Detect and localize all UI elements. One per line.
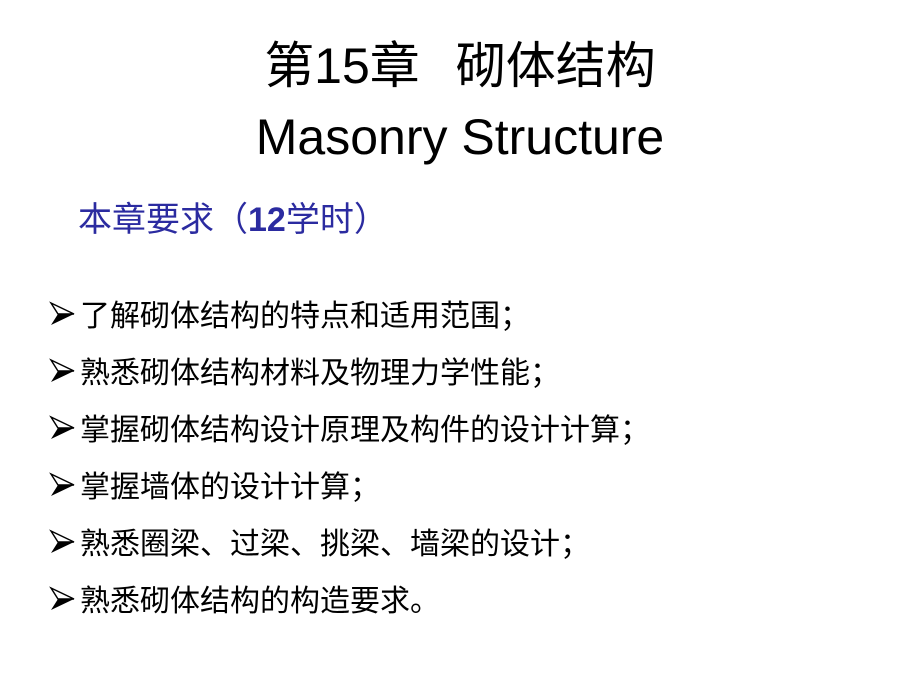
arrowhead-bullet-icon [48,412,78,442]
chapter-title-english: Masonry Structure [255,109,665,165]
list-item-text: 掌握砌体结构设计原理及构件的设计计算； [80,413,650,447]
list-item: 掌握砌体结构设计原理及构件的设计计算； [48,398,650,455]
chapter-title-chinese: 第15章砌体结构 [0,36,920,96]
list-item: 熟悉砌体结构的构造要求。 [48,569,650,626]
list-item-text: 熟悉圈梁、过梁、挑梁、墙梁的设计； [80,527,590,561]
list-item-text: 了解砌体结构的特点和适用范围； [80,299,530,333]
list-item: 掌握墙体的设计计算； [48,455,650,512]
hours-unit: 学时） [285,201,388,239]
list-item: 熟悉圈梁、过梁、挑梁、墙梁的设计； [48,512,650,569]
list-item: 了解砌体结构的特点和适用范围； [48,284,650,341]
list-item-text: 熟悉砌体结构材料及物理力学性能； [80,356,560,390]
arrowhead-bullet-icon [48,526,78,556]
arrowhead-bullet-icon [48,583,78,613]
hours-count: 12 [248,201,286,239]
chapter-name: 砌体结构 [455,38,656,94]
arrowhead-bullet-icon [48,298,78,328]
list-item-text: 掌握墙体的设计计算； [80,470,380,504]
requirements-label: 本章要求（ [78,201,248,239]
arrowhead-bullet-icon [48,355,78,385]
requirements-list: 了解砌体结构的特点和适用范围； 熟悉砌体结构材料及物理力学性能； 掌握砌体结构设… [48,284,650,626]
chapter-requirements-heading: 本章要求（12学时） [78,198,388,242]
arrowhead-bullet-icon [48,469,78,499]
chapter-number: 第15章 [264,38,420,94]
list-item-text: 熟悉砌体结构的构造要求。 [80,584,440,618]
list-item: 熟悉砌体结构材料及物理力学性能； [48,341,650,398]
